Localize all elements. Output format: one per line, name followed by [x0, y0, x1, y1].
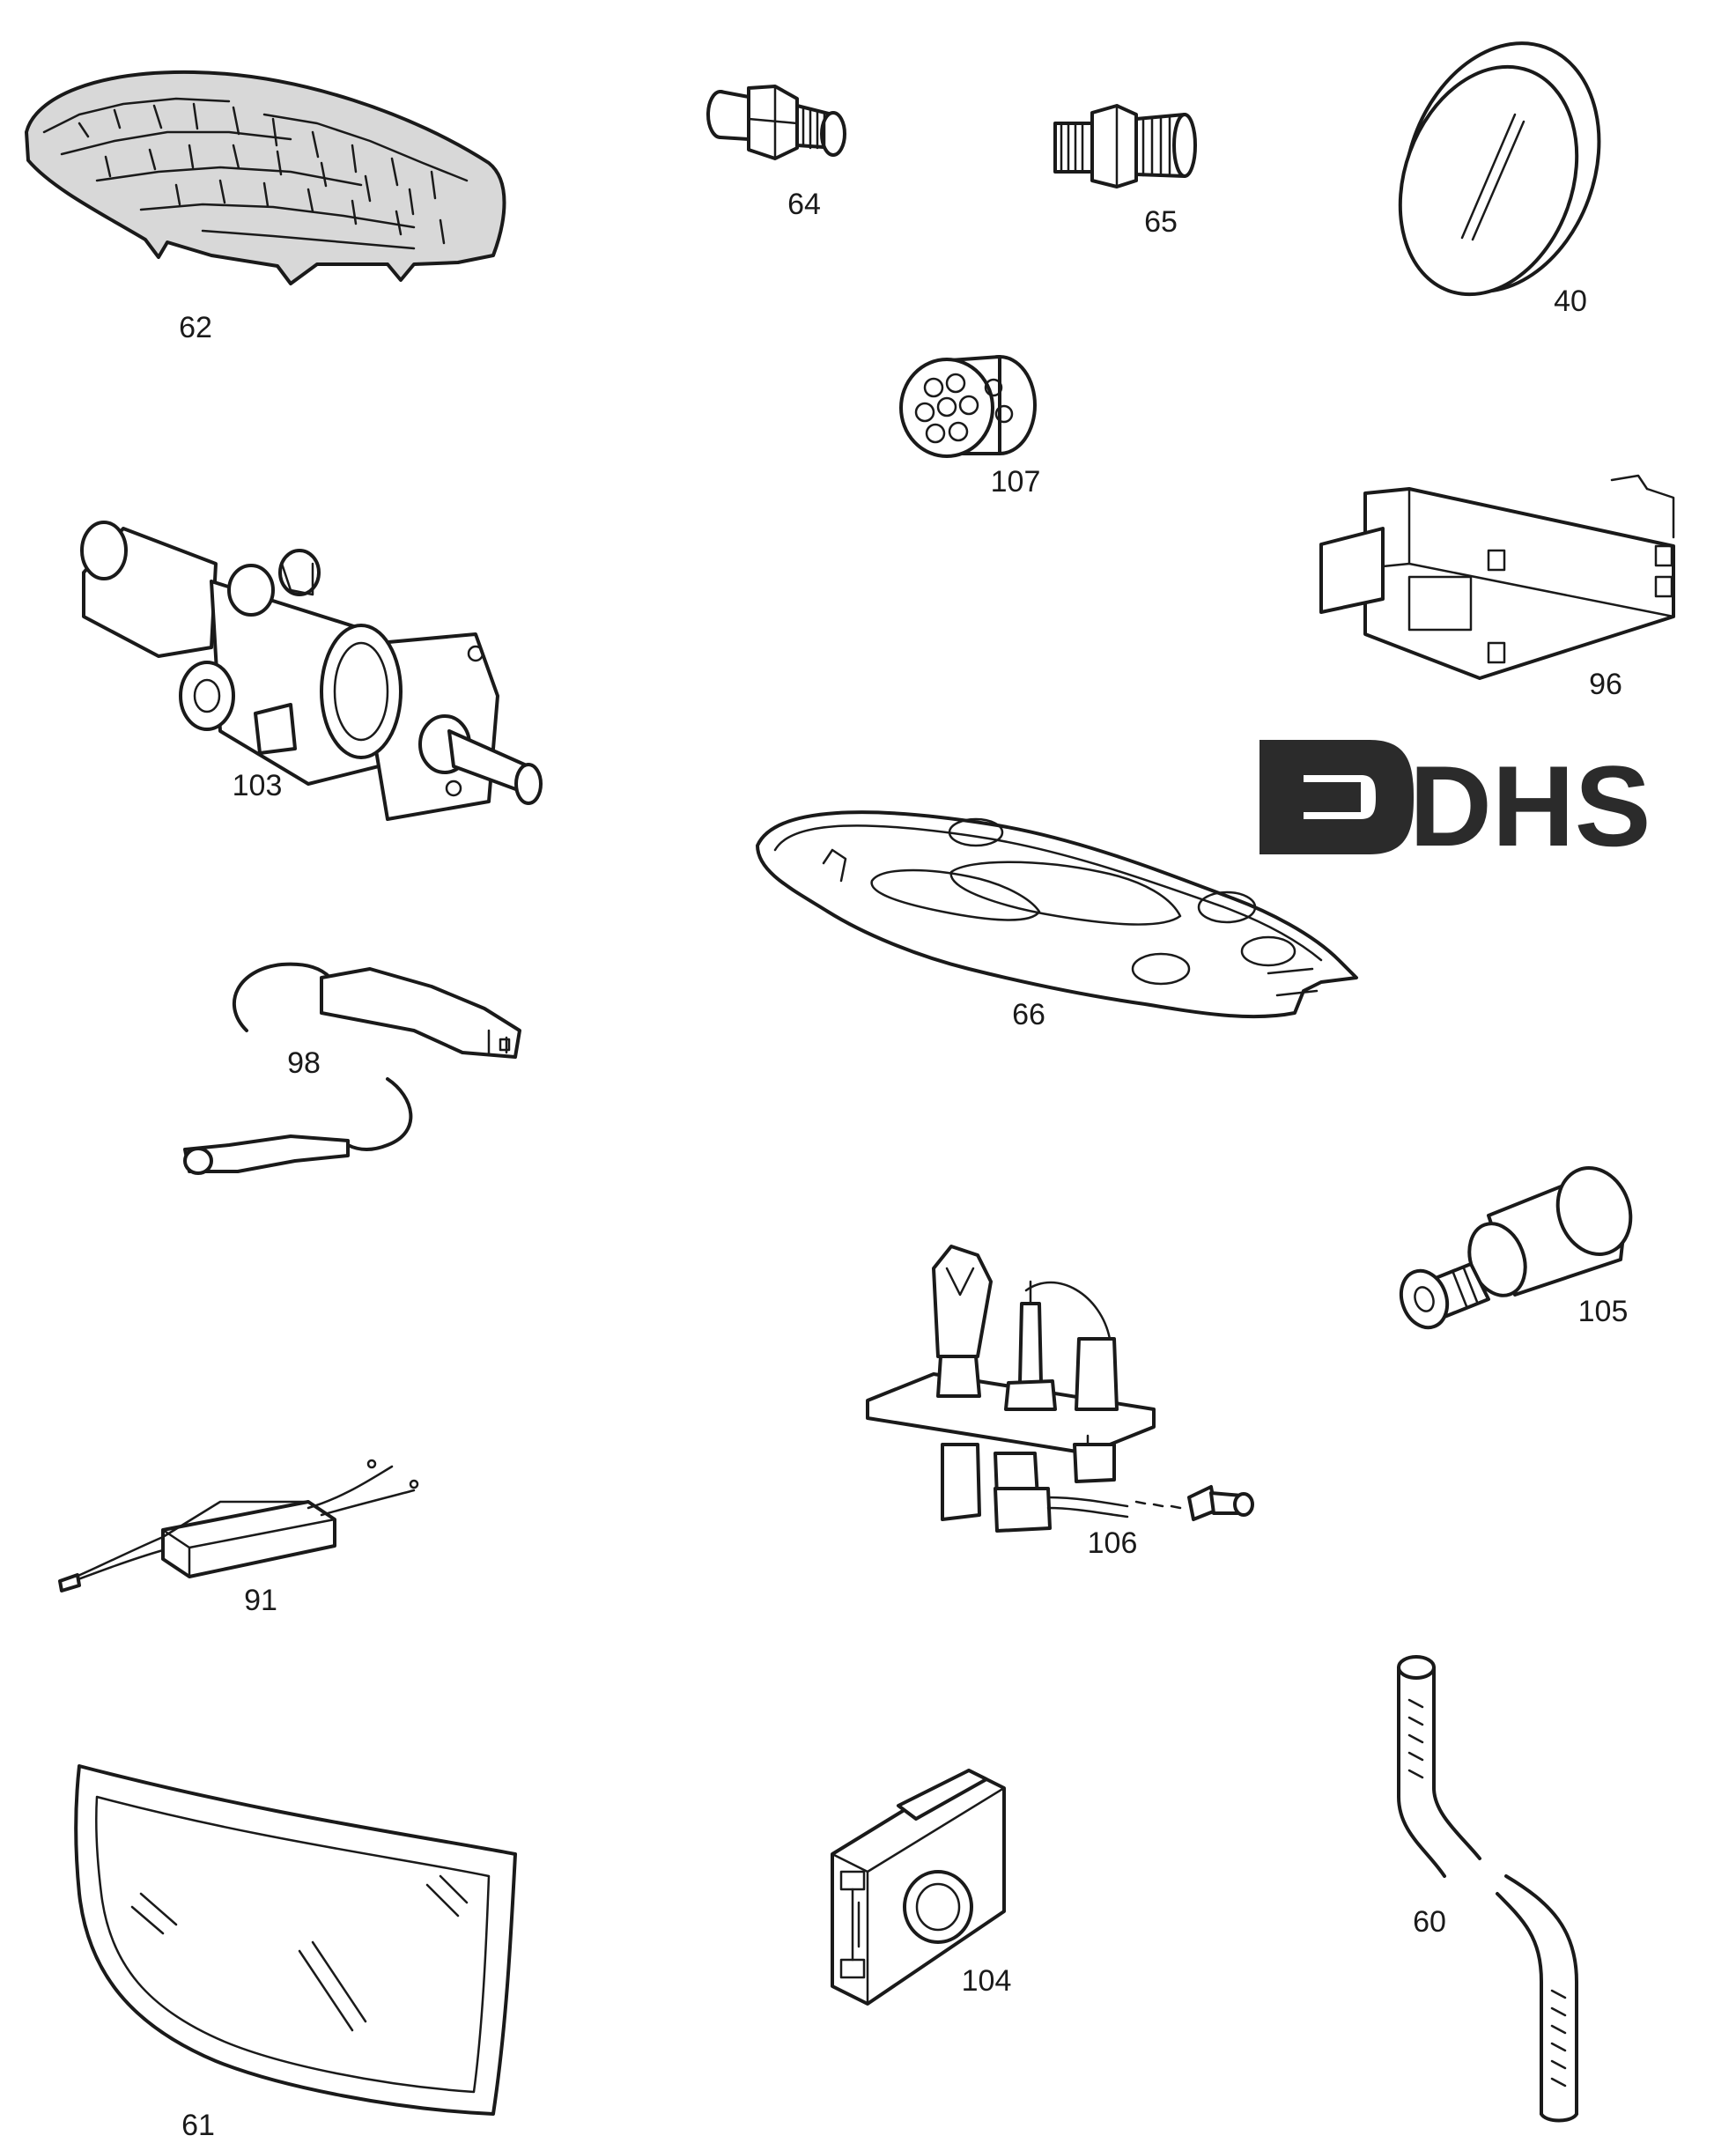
ignition-lead-icon: [183, 962, 521, 1175]
part-label-91: 91: [244, 1584, 277, 1617]
injector-filter-icon: [899, 355, 1037, 458]
battery-housing-icon: [831, 1769, 1006, 2006]
pipe-nipple-icon: [1053, 104, 1197, 188]
part-label-61: 61: [181, 2109, 215, 2142]
pipe-nipple-icon: [706, 85, 846, 160]
control-knob-icon: [1398, 41, 1601, 297]
burner-gasket-icon: [756, 810, 1358, 1019]
piezo-igniter-icon: [1399, 1166, 1633, 1330]
part-label-60: 60: [1413, 1905, 1446, 1939]
part-label-40: 40: [1554, 285, 1587, 318]
part-label-62: 62: [179, 311, 212, 344]
ceramic-fuel-bed-icon: [25, 70, 506, 285]
part-label-107: 107: [991, 465, 1041, 499]
part-label-104: 104: [962, 1964, 1012, 1998]
part-label-65: 65: [1144, 205, 1178, 239]
part-label-103: 103: [233, 769, 283, 802]
pilot-assembly-icon: [866, 1245, 1254, 1533]
spark-generator-icon: [1319, 474, 1675, 680]
flexible-pipe-icon: [1397, 1655, 1578, 2123]
part-label-66: 66: [1012, 998, 1045, 1031]
part-label-96: 96: [1589, 668, 1622, 701]
dhs-logo-text: DHS: [1409, 742, 1651, 870]
dhs-logo: DHS: [1260, 740, 1651, 870]
gas-valve-icon: [80, 521, 543, 821]
part-label-98: 98: [287, 1046, 321, 1080]
resistor-lead-icon: [58, 1459, 419, 1592]
glass-panel-icon: [74, 1764, 517, 2116]
part-label-64: 64: [787, 188, 821, 221]
part-label-106: 106: [1088, 1526, 1138, 1560]
part-label-105: 105: [1578, 1295, 1629, 1328]
